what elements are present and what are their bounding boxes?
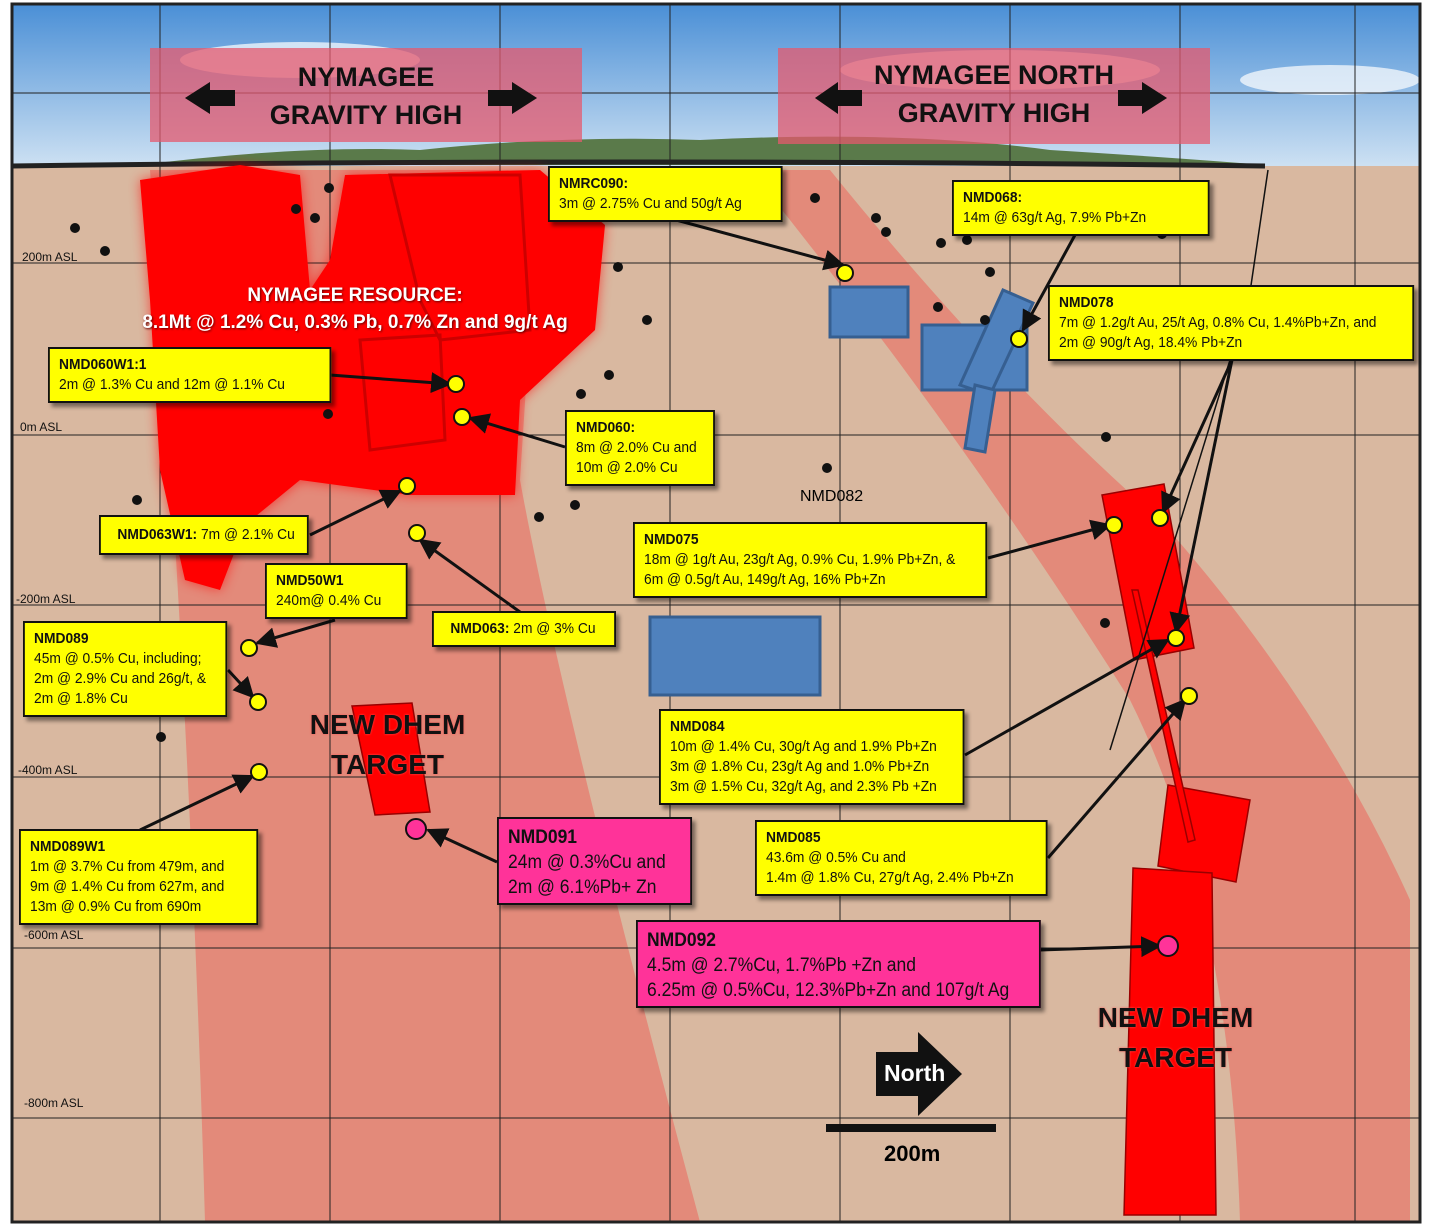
banner-line: NYMAGEE NORTH (873, 60, 1114, 90)
target-line: NEW DHEM (1097, 1002, 1254, 1033)
callout-line: 24m @ 0.3%Cu and (508, 852, 666, 873)
callout-title: NMD068: (963, 189, 1023, 206)
elevation-label: -400m ASL (18, 763, 78, 777)
callout-title: NMD060: (576, 419, 636, 436)
callout-nmd075: NMD075 18m @ 1g/t Au, 23g/t Ag, 0.9% Cu, … (633, 522, 988, 598)
callout-line: 3m @ 2.75% Cu and 50g/t Ag (559, 195, 742, 212)
right-pink-band (750, 170, 1410, 1222)
callout-line: 45m @ 0.5% Cu, including; (34, 650, 202, 667)
callout-nmd089w1: NMD089W1 1m @ 3.7% Cu from 479m, and 9m @ … (19, 829, 259, 925)
callout-title: NMD085 (766, 829, 821, 846)
elevation-label: 0m ASL (20, 420, 63, 434)
callout-line: 2m @ 90g/t Ag, 18.4% Pb+Zn (1059, 334, 1243, 351)
callout-line: 14m @ 63g/t Ag, 7.9% Pb+Zn (963, 209, 1147, 226)
callout-nmd060: NMD060: 8m @ 2.0% Cu and 10m @ 2.0% Cu (565, 410, 715, 486)
callout-arrows (139, 215, 1234, 958)
conductor-plates (648, 285, 1036, 697)
callout-line: 6.25m @ 0.5%Cu, 12.3%Pb+Zn and 107g/t Ag (647, 980, 1010, 1001)
callout-line: 10m @ 2.0% Cu (576, 459, 678, 476)
callout-title: NMD063W1: (117, 526, 198, 543)
callout-line: 4.5m @ 2.7%Cu, 1.7%Pb +Zn and (647, 955, 916, 976)
elevation-label: -800m ASL (24, 1096, 84, 1110)
banner-line: GRAVITY HIGH (897, 98, 1091, 128)
callout-line: 2m @ 3% Cu (509, 620, 596, 637)
callout-nmd068: NMD068: 14m @ 63g/t Ag, 7.9% Pb+Zn (952, 180, 1210, 236)
callout-title: NMD060W1:1 (59, 356, 147, 373)
callout-title: NMRC090: (559, 175, 629, 192)
nymagee-north-gravity-high-banner: NYMAGEE NORTH GRAVITY HIGH (778, 48, 1210, 144)
callout-nmd063w1: NMD063W1: 7m @ 2.1% Cu (99, 515, 309, 555)
callout-line: 9m @ 1.4% Cu from 627m, and (30, 878, 225, 895)
callout-nmd084: NMD084 10m @ 1.4% Cu, 30g/t Ag and 1.9% P… (659, 709, 965, 805)
callout-line: 8m @ 2.0% Cu and (576, 439, 697, 456)
north-arrow-icon (876, 1032, 962, 1116)
callout-line: 6m @ 0.5g/t Au, 149g/t Ag, 16% Pb+Zn (644, 571, 886, 588)
callout-nmd078: NMD078 7m @ 1.2g/t Au, 25/t Ag, 0.8% Cu, … (1048, 285, 1415, 361)
new-dhem-target-right: NEW DHEM TARGET (1088, 998, 1263, 1078)
callout-line: 10m @ 1.4% Cu, 30g/t Ag and 1.9% Pb+Zn (670, 738, 937, 755)
callout-line: 240m@ 0.4% Cu (276, 592, 382, 609)
new-dhem-target-left: NEW DHEM TARGET (300, 705, 475, 785)
target-line: TARGET (330, 749, 445, 780)
callout-title: NMD078 (1059, 294, 1114, 311)
callout-nmd092: NMD092 4.5m @ 2.7%Cu, 1.7%Pb +Zn and 6.25m… (636, 920, 1041, 1008)
callout-title: NMD084 (670, 718, 725, 735)
drill-hole-traces (70, 183, 1167, 742)
callout-nmd085: NMD085 43.6m @ 0.5% Cu and 1.4m @ 1.8% Cu,… (755, 820, 1048, 896)
callout-line: 1m @ 3.7% Cu from 479m, and (30, 858, 225, 875)
callout-nmd089: NMD089 45m @ 0.5% Cu, including; 2m @ 2.9%… (23, 621, 228, 717)
callout-nmd060w1: NMD060W1:1 2m @ 1.3% Cu and 12m @ 1.1% Cu (48, 347, 332, 403)
target-line: NEW DHEM (309, 709, 466, 740)
callout-title: NMD089W1 (30, 838, 106, 855)
callout-line: 18m @ 1g/t Au, 23g/t Ag, 0.9% Cu, 1.9% P… (644, 551, 956, 568)
scale-bar (826, 1124, 996, 1132)
callout-line: 2m @ 6.1%Pb+ Zn (508, 877, 657, 898)
callout-nmd063: NMD063: 2m @ 3% Cu (432, 611, 616, 647)
callout-line: 3m @ 1.8% Cu, 23g/t Ag and 1.0% Pb+Zn (670, 758, 930, 775)
hole-label-nmd082: NMD082 (800, 488, 864, 505)
north-label: North (884, 1060, 946, 1086)
banner-line: GRAVITY HIGH (269, 100, 463, 130)
elevation-label: -600m ASL (24, 928, 84, 942)
callout-line: 13m @ 0.9% Cu from 690m (30, 898, 202, 915)
intercept-points (240, 264, 1198, 957)
callout-nmd50w1: NMD50W1 240m@ 0.4% Cu (265, 563, 408, 619)
callout-line: 3m @ 1.5% Cu, 32g/t Ag, and 2.3% Pb +Zn (670, 778, 937, 795)
banner-line: NYMAGEE (297, 62, 435, 92)
callout-line: 7m @ 2.1% Cu (197, 526, 295, 543)
callout-title: NMD075 (644, 531, 699, 548)
nymagee-gravity-high-banner: NYMAGEE GRAVITY HIGH (150, 48, 582, 142)
callout-title: NMD50W1 (276, 572, 344, 589)
callout-line: 2m @ 1.8% Cu (34, 690, 128, 707)
resource-title: NYMAGEE RESOURCE: (247, 285, 463, 306)
elevation-label: 200m ASL (22, 250, 78, 264)
callout-title: NMD092 (647, 930, 717, 951)
scale-label: 200m (884, 1141, 941, 1166)
callout-title: NMD089 (34, 630, 89, 647)
callout-nmd091: NMD091 24m @ 0.3%Cu and 2m @ 6.1%Pb+ Zn (497, 817, 693, 905)
callout-line: 7m @ 1.2g/t Au, 25/t Ag, 0.8% Cu, 1.4%Pb… (1059, 314, 1377, 331)
callout-line: 1.4m @ 1.8% Cu, 27g/t Ag, 2.4% Pb+Zn (766, 869, 1014, 886)
callout-title: NMD063: (450, 620, 510, 637)
callout-line: 2m @ 2.9% Cu and 26g/t, & (34, 670, 207, 687)
callout-line: 43.6m @ 0.5% Cu and (766, 849, 906, 866)
callout-title: NMD091 (508, 827, 578, 848)
resource-detail: 8.1Mt @ 1.2% Cu, 0.3% Pb, 0.7% Zn and 9g… (142, 312, 568, 333)
elevation-label: -200m ASL (16, 592, 76, 606)
callout-line: 2m @ 1.3% Cu and 12m @ 1.1% Cu (59, 376, 285, 393)
target-line: TARGET (1118, 1042, 1233, 1073)
resource-label: NYMAGEE RESOURCE: 8.1Mt @ 1.2% Cu, 0.3% P… (140, 282, 570, 336)
callout-nmrc090: NMRC090: 3m @ 2.75% Cu and 50g/t Ag (548, 166, 783, 222)
